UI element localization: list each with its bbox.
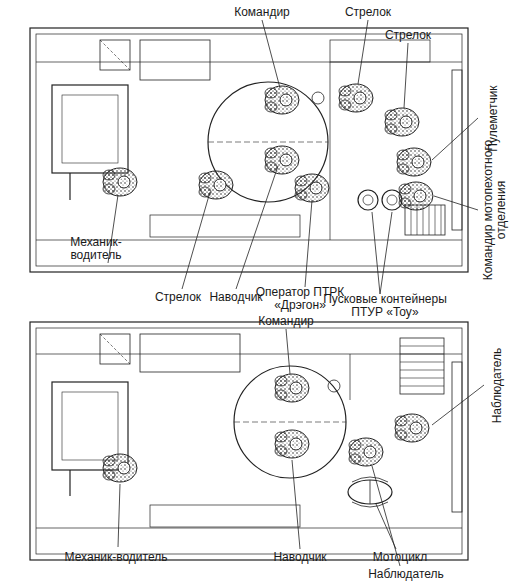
leader-line bbox=[286, 329, 290, 374]
seat-bench bbox=[330, 40, 430, 62]
periscope bbox=[312, 92, 324, 104]
hatch-line bbox=[100, 40, 130, 70]
leader-line bbox=[118, 484, 120, 547]
crew-figure bbox=[103, 168, 137, 196]
leader-line bbox=[182, 192, 210, 289]
axis-line bbox=[208, 142, 328, 143]
crew bbox=[103, 84, 433, 482]
rack-slats bbox=[400, 346, 444, 386]
leader-line bbox=[404, 43, 408, 108]
periscope bbox=[328, 380, 340, 392]
leader-lines bbox=[108, 20, 484, 566]
leader-line bbox=[262, 20, 280, 88]
callout-label: Наблюдатель bbox=[491, 330, 504, 440]
launch-container bbox=[387, 195, 397, 205]
rear-ramp bbox=[452, 362, 462, 512]
crew-figure bbox=[275, 430, 309, 458]
crew-figure bbox=[385, 108, 419, 136]
hull-line bbox=[36, 528, 462, 529]
hatch bbox=[100, 40, 130, 70]
hull-outline bbox=[30, 28, 468, 272]
callout-label: Наводчик bbox=[260, 551, 340, 564]
crew-figure bbox=[339, 84, 373, 112]
rear-ramp bbox=[452, 70, 462, 230]
shaft bbox=[69, 470, 70, 496]
stowage-box bbox=[140, 334, 240, 372]
leader-line bbox=[434, 196, 478, 210]
leader-line bbox=[432, 118, 478, 160]
hull-outline bbox=[30, 322, 468, 560]
shaft bbox=[69, 173, 70, 200]
crew-figure bbox=[265, 86, 299, 114]
launch-container bbox=[363, 195, 373, 205]
hull-inner bbox=[36, 34, 462, 266]
crew-figure bbox=[295, 174, 329, 202]
callout-label: Мотоцикл bbox=[360, 551, 440, 564]
callout-label: Механик-водитель bbox=[51, 551, 181, 564]
callout-label: Оператор ПТРК «Дрэгон» bbox=[250, 286, 350, 312]
engine-block bbox=[52, 85, 128, 173]
crew-figure bbox=[199, 171, 233, 199]
crew-figure bbox=[395, 414, 429, 442]
callout-label: Наблюдатель bbox=[361, 568, 451, 581]
motorcycle-rack bbox=[400, 338, 444, 394]
leader-line bbox=[305, 200, 312, 287]
hatch bbox=[100, 334, 130, 364]
engine-block bbox=[62, 95, 118, 163]
callout-label: Командир мотопехотного отделения bbox=[482, 135, 508, 285]
leader-line bbox=[358, 20, 368, 84]
crew-figure bbox=[399, 182, 433, 210]
axis-line bbox=[234, 422, 346, 423]
leader-line bbox=[432, 385, 484, 425]
leader-line bbox=[236, 166, 278, 289]
crew-figure bbox=[275, 374, 309, 402]
crew-figure bbox=[349, 438, 383, 466]
crew-figure bbox=[103, 454, 137, 482]
seat-bench bbox=[150, 505, 300, 527]
callout-label: Стрелок bbox=[143, 291, 213, 304]
callout-label: Стрелок bbox=[333, 6, 403, 19]
hull-inner bbox=[36, 328, 462, 554]
hatch-line bbox=[100, 334, 130, 364]
leader-line bbox=[372, 212, 392, 294]
callout-label: Командир bbox=[246, 315, 326, 328]
leader-line bbox=[292, 460, 300, 549]
stowage-box bbox=[140, 40, 210, 80]
crew-figure bbox=[397, 148, 431, 176]
partition bbox=[330, 62, 331, 240]
callout-label: Командир bbox=[222, 6, 302, 19]
partition bbox=[350, 354, 351, 400]
engine-block bbox=[62, 392, 118, 460]
crew-figure bbox=[265, 146, 299, 174]
launch-container bbox=[358, 190, 378, 210]
callout-label: Стрелок bbox=[373, 29, 443, 42]
turret-ring bbox=[234, 366, 346, 478]
callout-label: Наводчик bbox=[196, 291, 276, 304]
seat-bench bbox=[150, 215, 300, 237]
callout-label: Механик-водитель bbox=[61, 236, 131, 262]
